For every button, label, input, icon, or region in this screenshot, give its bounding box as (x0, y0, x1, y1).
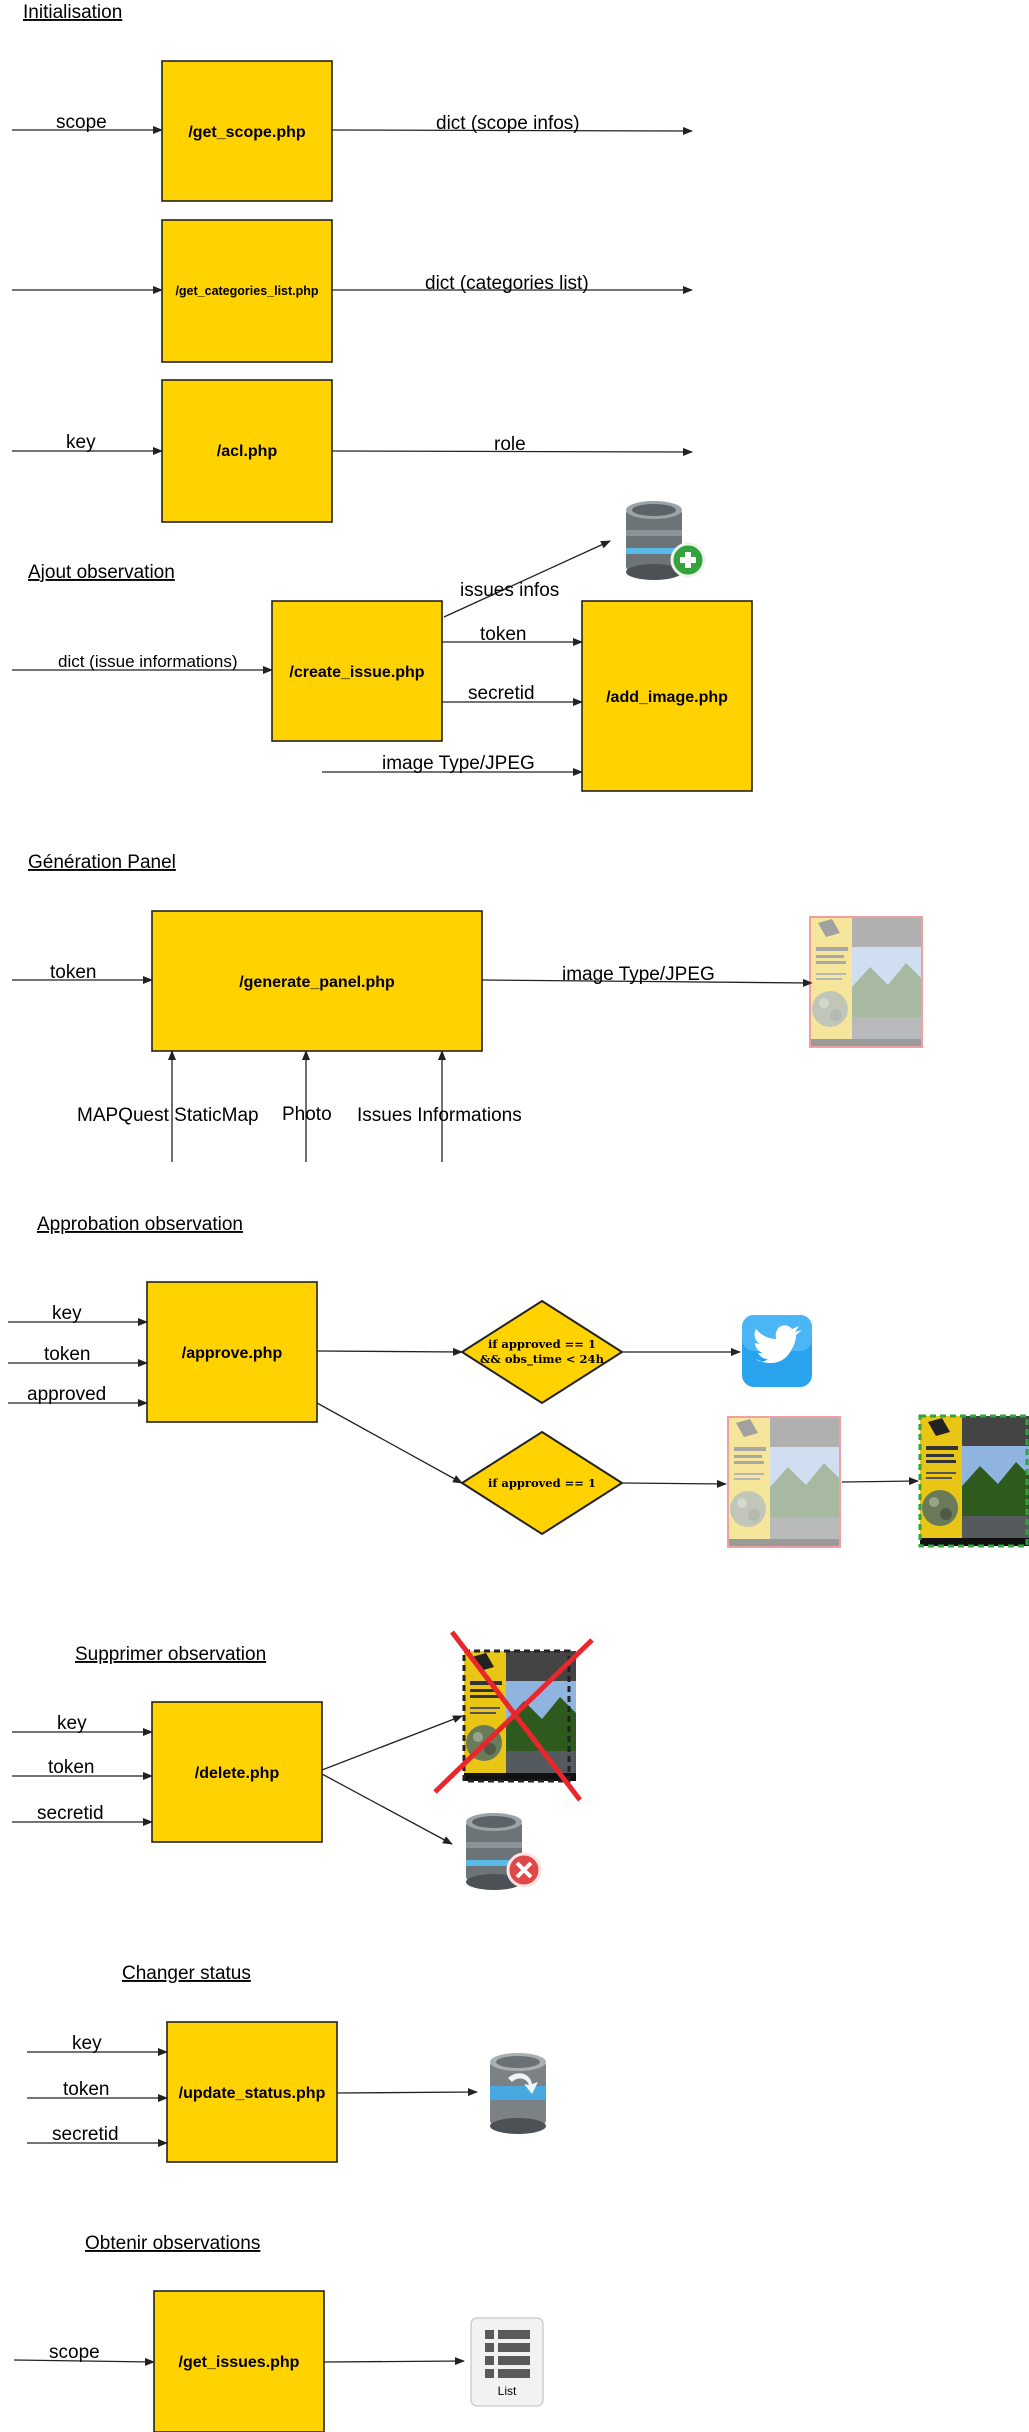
delete-to-panel-arrow (321, 1715, 463, 1771)
section-title-suppr: Supprimer observation (75, 1644, 266, 1665)
cross-icon (433, 1630, 594, 1802)
status-key-label: key (72, 2033, 102, 2054)
section-title-approb: Approbation observation (37, 1214, 243, 1235)
image-label: image Type/JPEG (382, 753, 535, 774)
list-icon: List (470, 2317, 544, 2407)
section-title-status: Changer status (122, 1963, 251, 1984)
panel-image-label: image Type/JPEG (562, 964, 715, 985)
delete-secretid-label: secretid (37, 1803, 104, 1824)
approve-token-label: token (44, 1344, 90, 1365)
acl-output-label: role (494, 434, 526, 455)
approve-to-cond2-arrow (316, 1402, 463, 1484)
acl-input-label: key (66, 432, 96, 453)
approve-approved-label: approved (27, 1384, 106, 1405)
photo-label: Photo (282, 1104, 332, 1125)
issues-informations-label: Issues Informations (357, 1105, 522, 1126)
section-title-ajout: Ajout observation (28, 562, 175, 583)
delete-token-label: token (48, 1757, 94, 1778)
twitter-icon (742, 1315, 812, 1387)
section-title-obtenir: Obtenir observations (85, 2233, 260, 2254)
issues-infos-arrow (443, 540, 611, 618)
acl-output-arrow (331, 447, 693, 456)
get-issues-scope-arrow (13, 2357, 155, 2366)
get-scope-input-label: scope (56, 112, 107, 133)
create-issue-box (271, 600, 443, 742)
cond2-to-panel-arrow (621, 1479, 727, 1488)
update-status-box (166, 2021, 338, 2163)
get-categories-label: /get_categories_list.php (175, 284, 318, 298)
get-scope-label: /get_scope.php (188, 124, 306, 141)
condition-1-line-2: && obs_time < 24h (480, 1352, 605, 1367)
add-image-label: /add_image.php (606, 689, 728, 706)
database-add-icon (626, 501, 706, 580)
approve-to-cond1-arrow (316, 1347, 463, 1356)
secretid-label: secretid (468, 683, 535, 704)
panel-image-arrow (481, 978, 813, 987)
panel-approved-icon (918, 1414, 1029, 1548)
panel-pending-icon (727, 1416, 841, 1548)
condition-1-line-1: if approved == 1 (488, 1337, 596, 1351)
generate-panel-label: /generate_panel.php (239, 974, 395, 991)
get-categories-output-label: dict (categories list) (425, 273, 589, 294)
issues-infos-label: issues infos (460, 580, 559, 601)
approve-box (146, 1281, 318, 1423)
panel-image-icon (809, 916, 923, 1048)
panel-to-approved-arrow (841, 1477, 919, 1486)
condition-diamond-1 (460, 1299, 624, 1405)
create-issue-input-label: dict (issue informations) (58, 652, 238, 671)
database-update-icon (490, 2053, 546, 2134)
get-scope-box (161, 60, 333, 202)
condition-diamond-2 (460, 1430, 624, 1536)
get-issues-label: /get_issues.php (179, 2354, 300, 2371)
delete-to-db-arrow (321, 1773, 453, 1845)
section-title-panel: Génération Panel (28, 852, 176, 873)
status-to-db-arrow (336, 2088, 478, 2097)
deleted-panel-icon (462, 1649, 576, 1783)
acl-label: /acl.php (217, 443, 278, 460)
acl-box (161, 379, 333, 523)
add-image-box (581, 600, 753, 792)
list-icon-label: List (498, 2384, 517, 2398)
token-label: token (480, 624, 526, 645)
get-scope-output-arrow (331, 126, 693, 135)
approve-label: /approve.php (182, 1345, 283, 1362)
get-categories-box (161, 219, 333, 363)
get-issues-box (153, 2290, 325, 2432)
get-issues-output-arrow (323, 2357, 465, 2366)
delete-label: /delete.php (195, 1765, 280, 1782)
get-issues-scope-label: scope (49, 2342, 100, 2363)
generate-panel-box (151, 910, 483, 1052)
section-title-init: Initialisation (23, 2, 122, 23)
status-secretid-label: secretid (52, 2124, 119, 2145)
mapquest-label: MAPQuest StaticMap (77, 1105, 259, 1126)
database-remove-icon (466, 1813, 542, 1890)
get-scope-output-label: dict (scope infos) (436, 113, 580, 134)
update-status-label: /update_status.php (179, 2085, 326, 2102)
status-token-label: token (63, 2079, 109, 2100)
create-issue-label: /create_issue.php (289, 664, 424, 681)
approve-key-label: key (52, 1303, 82, 1324)
condition-2-label: if approved == 1 (488, 1476, 596, 1490)
panel-token-label: token (50, 962, 96, 983)
delete-key-label: key (57, 1713, 87, 1734)
